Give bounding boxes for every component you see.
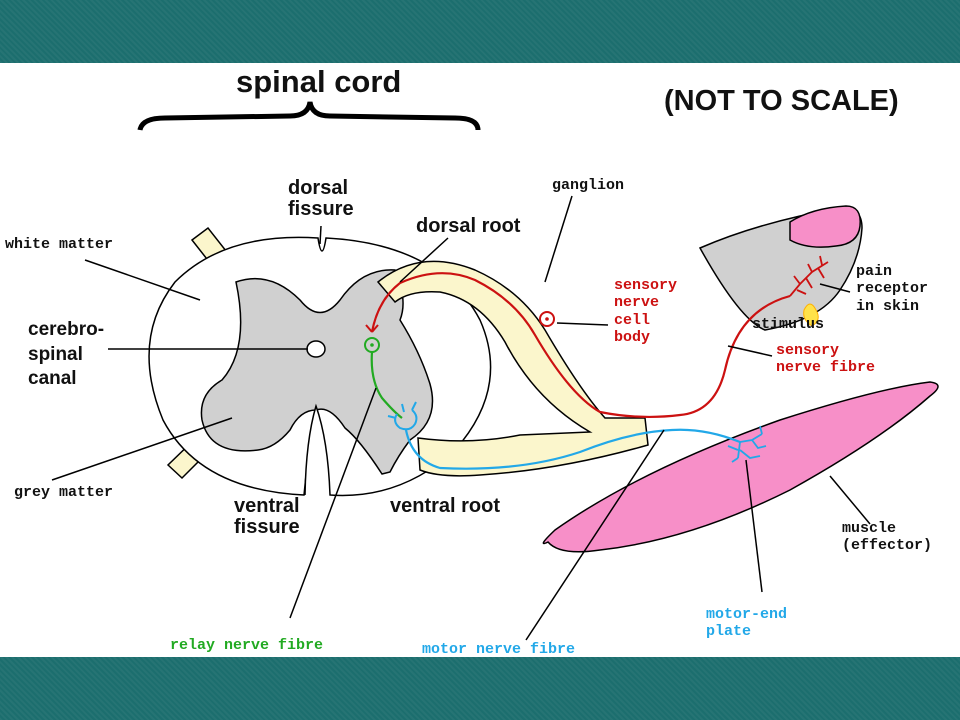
sensory-nerve-cell-body xyxy=(539,311,555,327)
relay-nerve-fibre xyxy=(370,351,403,419)
label-motor-end-plate: motor-end plate xyxy=(706,606,788,641)
label-sensory-nerve-fibre: sensory nerve fibre xyxy=(776,342,876,377)
label-relay-nerve-fibre: relay nerve fibre xyxy=(170,637,324,654)
motor-end-plate xyxy=(727,425,767,463)
label-dorsal-fissure: dorsal fissure xyxy=(288,177,354,220)
sensory-nerve-fibre xyxy=(370,272,791,418)
pain-receptor xyxy=(789,255,829,297)
leader-lines xyxy=(51,195,871,641)
motor-neuron-body xyxy=(387,401,418,431)
stimulus-drop xyxy=(803,303,819,327)
label-cerebrospinal-canal: cerebro- spinal canal xyxy=(28,319,105,390)
label-white-matter: white matter xyxy=(5,236,114,253)
top-frame-bar xyxy=(0,0,960,63)
label-sensory-nerve-cell-body: sensory nerve cell body xyxy=(614,277,678,346)
spinal-cord-bracket xyxy=(137,101,481,131)
title-spinal-cord: spinal cord xyxy=(236,64,402,99)
label-ventral-root: ventral root xyxy=(390,495,501,517)
bottom-frame-bar xyxy=(0,657,960,720)
label-pain-receptor: pain receptor in skin xyxy=(856,263,929,315)
label-dorsal-root: dorsal root xyxy=(416,215,521,237)
label-stimulus: stimulus xyxy=(752,316,825,333)
spinal-cord-diagram xyxy=(51,101,939,641)
sensory-dendrite xyxy=(365,324,379,333)
label-motor-nerve-fibre: motor nerve fibre xyxy=(422,641,576,658)
not-to-scale-note: (NOT TO SCALE) xyxy=(664,85,899,117)
label-grey-matter: grey matter xyxy=(14,484,114,501)
ventral-fissure-notch xyxy=(304,403,331,496)
central-canal xyxy=(306,340,326,358)
label-ventral-fissure: ventral fissure xyxy=(234,495,300,538)
fingernail xyxy=(789,205,861,248)
motor-nerve-fibre xyxy=(404,428,741,470)
label-muscle-effector: muscle (effector) xyxy=(842,520,933,555)
label-ganglion: ganglion xyxy=(552,177,625,194)
dorsal-and-ventral-root-band xyxy=(376,260,649,477)
muscle xyxy=(542,381,939,553)
